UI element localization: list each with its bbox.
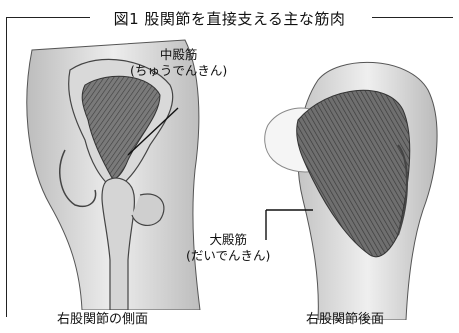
gluteus-maximus-reading: (だいでんきん) bbox=[186, 248, 270, 264]
gluteus-medius-label: 中殿筋 (ちゅうでんきん) bbox=[130, 47, 227, 79]
left-caption: 右股関節の側面 bbox=[57, 308, 148, 327]
right-caption: 右股関節後面 bbox=[306, 308, 384, 327]
gluteus-maximus-name: 大殿筋 bbox=[186, 232, 270, 248]
frame-left bbox=[6, 17, 7, 317]
gluteus-maximus-label: 大殿筋 (だいでんきん) bbox=[186, 232, 270, 264]
gluteus-medius-reading: (ちゅうでんきん) bbox=[130, 63, 227, 79]
figure-title: 図1 股関節を直接支える主な筋肉 bbox=[0, 8, 459, 29]
hip-posterior-view-illustration bbox=[258, 50, 448, 320]
gluteus-medius-name: 中殿筋 bbox=[130, 47, 227, 63]
